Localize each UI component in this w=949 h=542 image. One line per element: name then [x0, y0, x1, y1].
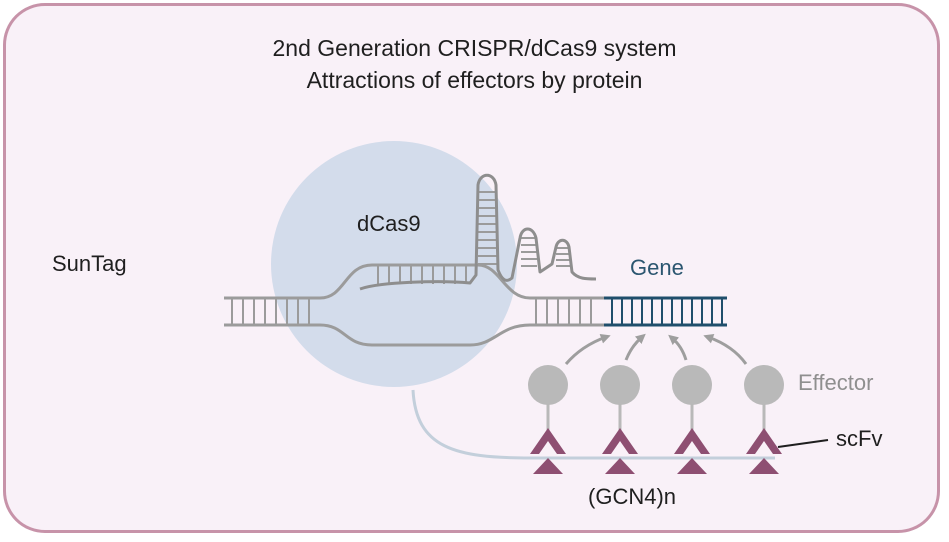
gcn4-label: (GCN4)n — [588, 484, 677, 509]
gcn4-peptide — [677, 458, 707, 474]
gene-label: Gene — [630, 255, 684, 280]
recruit-arrow-1 — [564, 333, 611, 365]
scfv-chevron — [674, 428, 710, 454]
recruit-arrow-4 — [703, 333, 748, 365]
effector-circle — [528, 365, 568, 405]
linker-line — [411, 389, 775, 460]
gcn4-peptide — [605, 458, 635, 474]
dna-double-helix — [224, 263, 727, 347]
diagram-title: 2nd Generation CRISPR/dCas9 system — [272, 35, 677, 61]
recruit-arrow-2 — [624, 333, 646, 361]
recruit-arrow-3 — [668, 334, 688, 361]
effector-circle — [600, 365, 640, 405]
dna-top-strand-left — [224, 263, 604, 300]
gcn4-peptide — [533, 458, 563, 474]
effector-label: Effector — [798, 370, 874, 395]
scfv-chevron — [530, 428, 566, 454]
scfv-chevron — [746, 428, 782, 454]
effector-circle — [744, 365, 784, 405]
gcn4-peptide — [749, 458, 779, 474]
guide-rna-strand — [359, 173, 597, 291]
scfv-chevron — [602, 428, 638, 454]
recruitment-arrows — [564, 333, 748, 365]
diagram-subtitle: Attractions of effectors by protein — [306, 67, 643, 93]
scfv-label: scFv — [836, 426, 883, 451]
scfv-pointer-line — [777, 439, 829, 448]
effector-circle — [672, 365, 712, 405]
guide-rna — [359, 173, 597, 291]
effector-units — [528, 365, 784, 474]
dcas9-label: dCas9 — [357, 211, 421, 236]
dna-bottom-strand — [224, 323, 604, 347]
suntag-label: SunTag — [52, 251, 127, 276]
dna-rungs — [231, 298, 723, 325]
